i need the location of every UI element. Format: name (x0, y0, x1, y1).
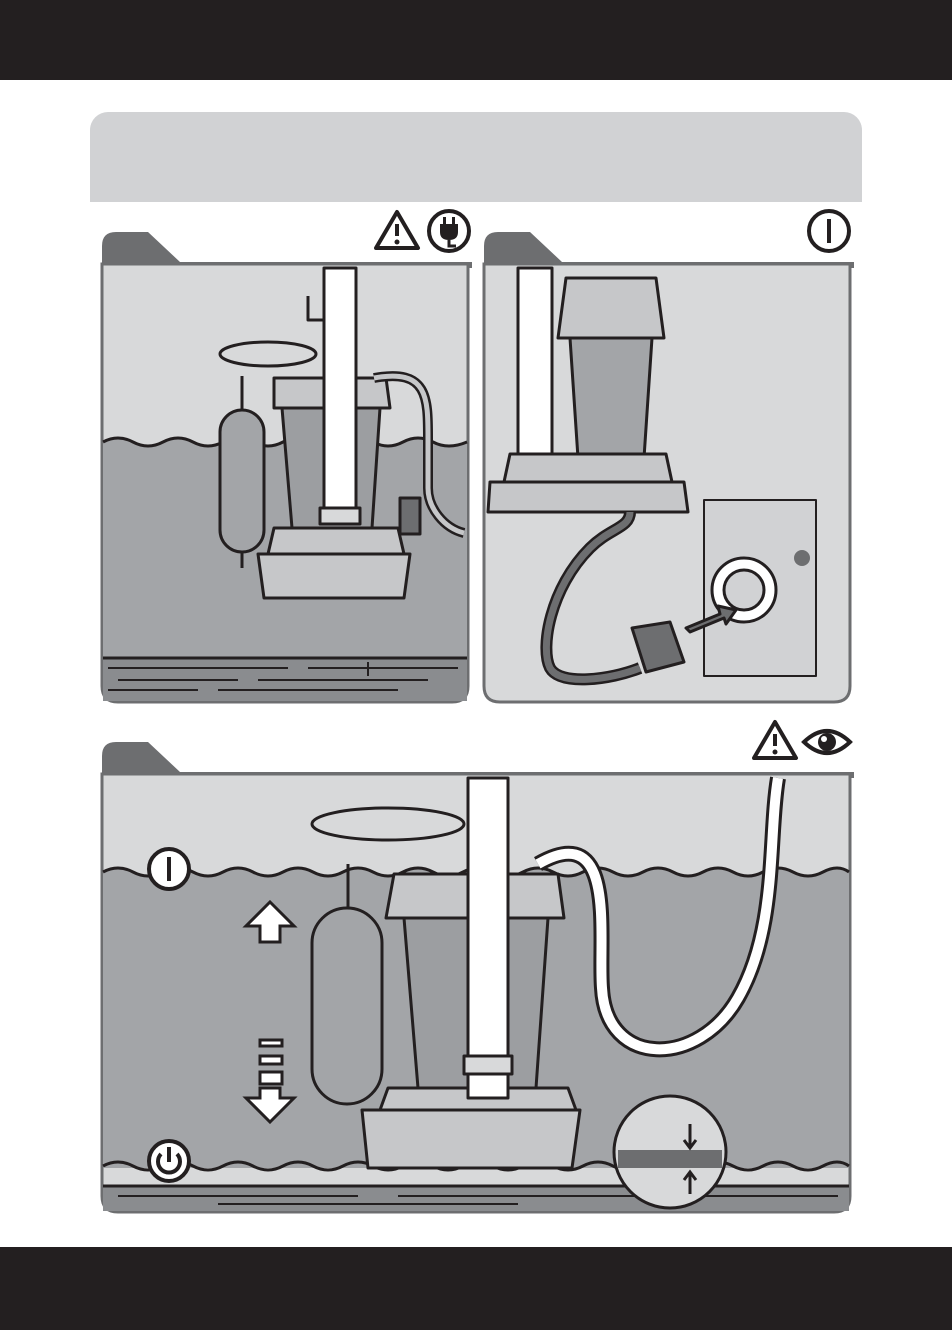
header-box (90, 112, 862, 202)
power-on-icon (806, 208, 852, 254)
power-plug-icon (426, 208, 472, 254)
panel-step-1 (98, 228, 472, 708)
standby-power-icon (146, 1138, 192, 1184)
warning-triangle-icon (750, 718, 800, 762)
warning-triangle-icon (372, 208, 422, 252)
panel-step-3 (98, 738, 854, 1218)
level-bar-1 (260, 1040, 282, 1046)
sediment-detail (614, 1096, 726, 1208)
level-bar-3 (260, 1072, 282, 1084)
level-bar-2 (260, 1056, 282, 1064)
bottom-bar (0, 1247, 952, 1330)
panel-step-2 (480, 228, 854, 708)
eye-icon (800, 722, 854, 762)
power-on-icon (146, 846, 192, 892)
top-bar (0, 0, 952, 80)
